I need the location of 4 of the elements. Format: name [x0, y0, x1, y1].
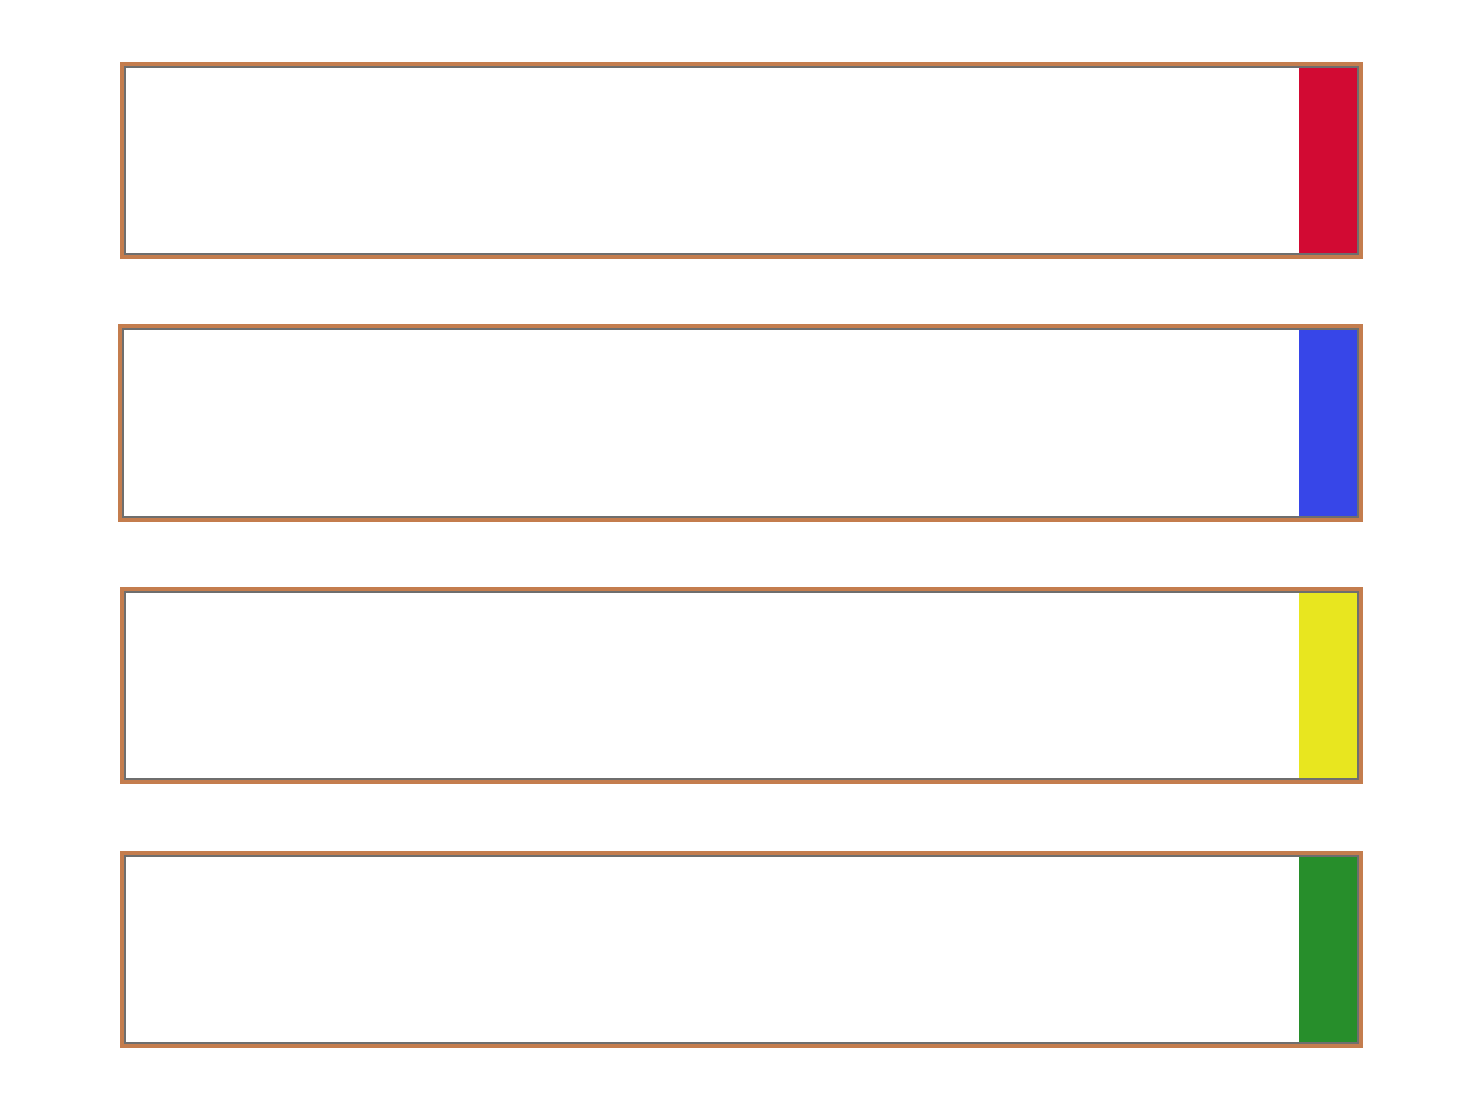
- name-plate: [120, 851, 1363, 1048]
- name-plate: [118, 324, 1363, 522]
- name-plate: [120, 62, 1363, 259]
- name-plate: [120, 587, 1363, 784]
